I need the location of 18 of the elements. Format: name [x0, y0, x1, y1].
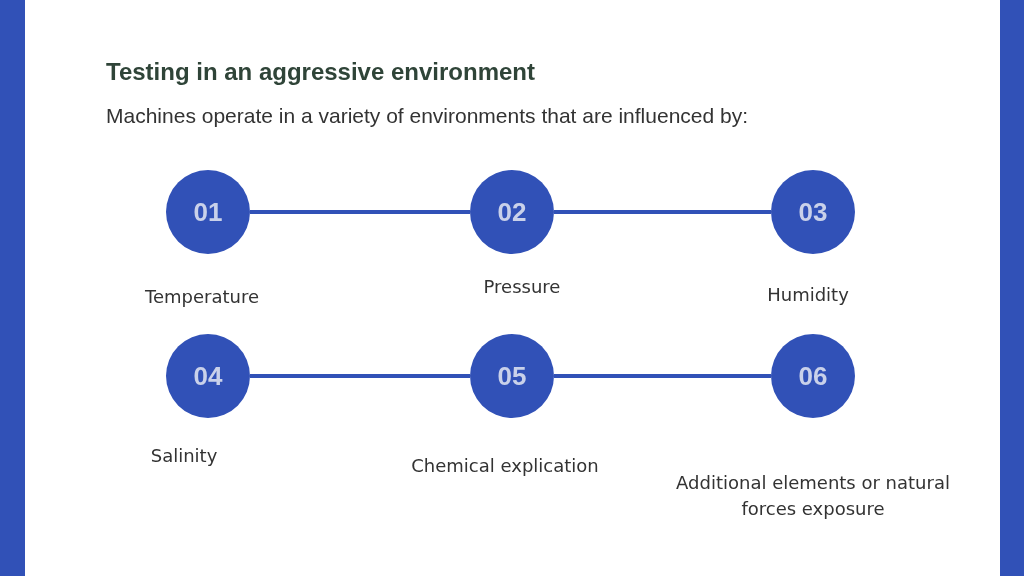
item-label: Additional elements or natural forces exposure: [675, 471, 951, 521]
step-number: 06: [798, 360, 828, 392]
item-label: Pressure: [482, 275, 562, 299]
step-number: 02: [497, 196, 527, 228]
item-label: Chemical explication: [410, 454, 600, 478]
step-number: 04: [193, 360, 223, 392]
slide-title: Testing in an aggressive environment: [106, 58, 535, 86]
connector-line: [554, 210, 771, 214]
item-label: Temperature: [144, 285, 260, 309]
step-number: 03: [798, 196, 828, 228]
item-label: Salinity: [149, 444, 219, 468]
item-label: Humidity: [766, 283, 850, 307]
subtitle: Machines operate in a variety of environments that are influenced by:: [106, 104, 749, 128]
step-number: 01: [193, 196, 223, 228]
connector-line: [554, 374, 771, 378]
connector-line: [250, 210, 470, 214]
step-number: 05: [497, 360, 527, 392]
connector-line: [250, 374, 470, 378]
